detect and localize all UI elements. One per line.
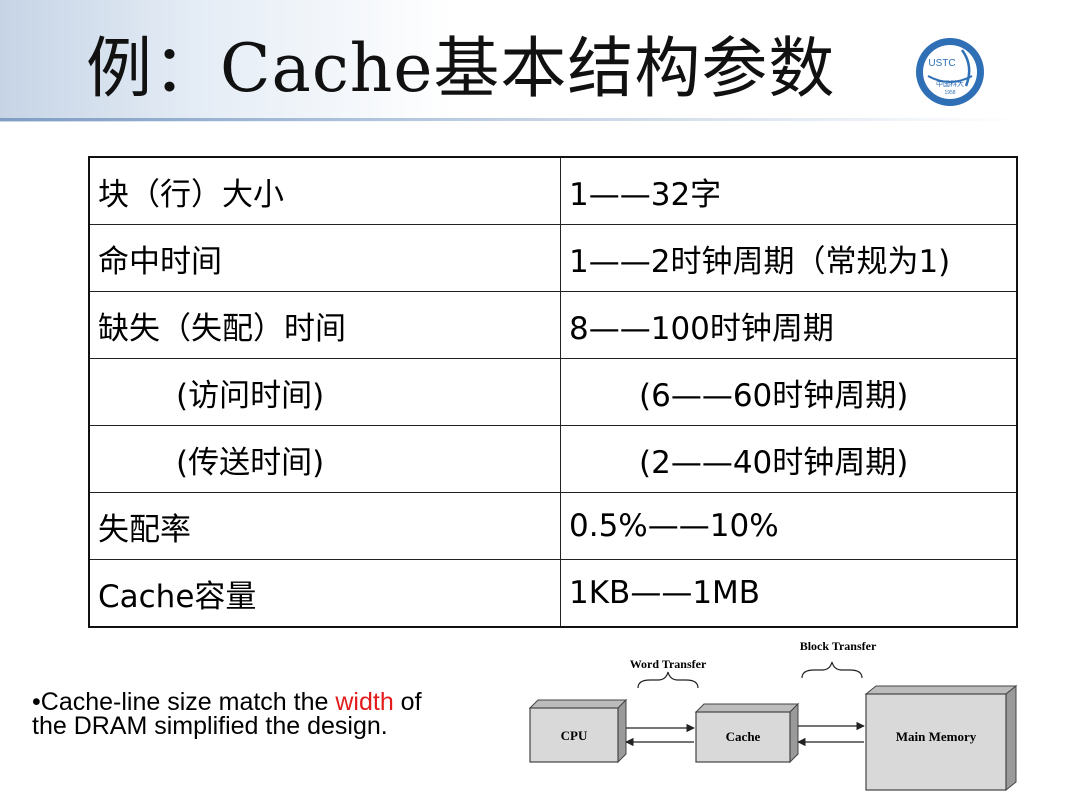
block-transfer-brace (801, 661, 863, 679)
param-cell: Cache容量 (88, 559, 561, 628)
cache-hierarchy-diagram: CPU Cache Main Memory Word Transfer Bloc… (528, 639, 1018, 792)
word-transfer-brace (637, 671, 699, 689)
table-row: 缺失（失配）时间 8——100时钟周期 (88, 291, 1018, 359)
note-text: Cache-line size match the (40, 688, 336, 716)
cache-box: Cache (694, 702, 800, 764)
bullet-mark: • (32, 688, 41, 716)
cache-label: Cache (726, 729, 761, 744)
word-transfer-label: Word Transfer (630, 657, 707, 671)
param-cell: (传送时间) (88, 425, 561, 493)
title-rule (0, 118, 1080, 121)
note-text-end: of (393, 688, 422, 716)
table-row: (传送时间) (2——40时钟周期) (88, 425, 1018, 493)
table-row: 块（行）大小 1——32字 (88, 156, 1018, 225)
param-cell: 命中时间 (88, 224, 561, 292)
cache-params-table: 块（行）大小 1——32字 命中时间 1——2时钟周期（常规为1) 缺失（失配）… (88, 156, 1018, 628)
slide-title: 例：Cache基本结构参数 (86, 30, 836, 107)
memory-box: Main Memory (864, 684, 1018, 792)
value-cell: (2——40时钟周期) (560, 425, 1018, 493)
note-highlight: width (335, 688, 394, 716)
value-cell: 1——2时钟周期（常规为1) (560, 224, 1018, 292)
value-cell: 0.5%——10% (560, 492, 1018, 560)
param-cell: (访问时间) (88, 358, 561, 426)
logo-subtext: 中国科大 (936, 79, 964, 88)
logo-text: USTC (928, 58, 955, 69)
note-line-1: •Cache-line size match the width of (32, 688, 422, 716)
block-transfer-label: Block Transfer (800, 639, 877, 653)
cpu-box: CPU (528, 698, 628, 764)
table-row: 命中时间 1——2时钟周期（常规为1) (88, 224, 1018, 292)
value-cell: 8——100时钟周期 (560, 291, 1018, 359)
param-cell: 失配率 (88, 492, 561, 560)
table-row: Cache容量 1KB——1MB (88, 559, 1018, 628)
value-cell: (6——60时钟周期) (560, 358, 1018, 426)
table-row: (访问时间) (6——60时钟周期) (88, 358, 1018, 426)
ustc-logo: USTC 中国科大 1958 (916, 38, 984, 106)
param-cell: 块（行）大小 (88, 156, 561, 225)
bullet-note: •Cache-line size match the width of the … (32, 688, 422, 740)
title-band (0, 0, 1080, 122)
value-cell: 1KB——1MB (560, 559, 1018, 628)
param-cell: 缺失（失配）时间 (88, 291, 561, 359)
memory-label: Main Memory (896, 729, 977, 744)
note-line-2: the DRAM simplified the design. (32, 712, 388, 740)
value-cell: 1——32字 (560, 156, 1018, 225)
cpu-label: CPU (561, 728, 588, 743)
table-row: 失配率 0.5%——10% (88, 492, 1018, 560)
logo-year: 1958 (944, 90, 955, 96)
